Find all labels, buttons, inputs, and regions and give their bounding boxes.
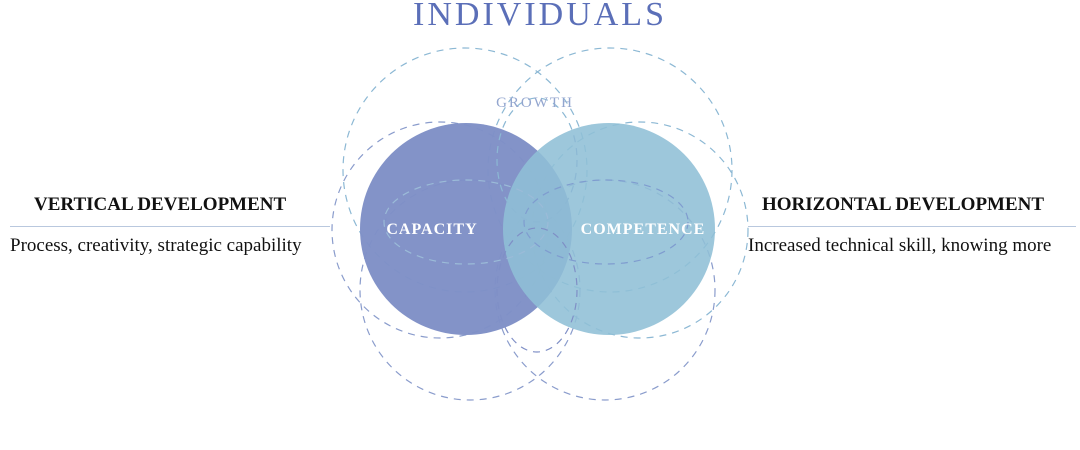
competence-label: COMPETENCE: [581, 221, 706, 238]
divider: [10, 226, 330, 227]
dashed-ellipse-left: [383, 179, 549, 265]
horizontal-development-panel: HORIZONTAL DEVELOPMENT Increased technic…: [748, 194, 1076, 257]
horizontal-development-heading: HORIZONTAL DEVELOPMENT: [762, 194, 1045, 215]
vertical-development-description: Process, creativity, strategic capabilit…: [10, 235, 302, 256]
horizontal-development-description: Increased technical skill, knowing more: [748, 235, 1052, 256]
dashed-ellipse-right: [523, 179, 689, 265]
vertical-development-panel: VERTICAL DEVELOPMENT Process, creativity…: [10, 194, 330, 257]
growth-label: GROWTH: [496, 95, 574, 111]
vertical-development-heading: VERTICAL DEVELOPMENT: [34, 194, 287, 215]
competence-circle: [503, 123, 715, 335]
capacity-label: CAPACITY: [386, 221, 477, 238]
dashed-ellipse-center-bottom: [496, 227, 578, 353]
divider: [748, 226, 1076, 227]
dashed-ellipse-center-top: [496, 97, 578, 223]
dashed-circle-bottom-right: [494, 179, 716, 401]
diagram-title: INDIVIDUALS: [413, 0, 667, 33]
